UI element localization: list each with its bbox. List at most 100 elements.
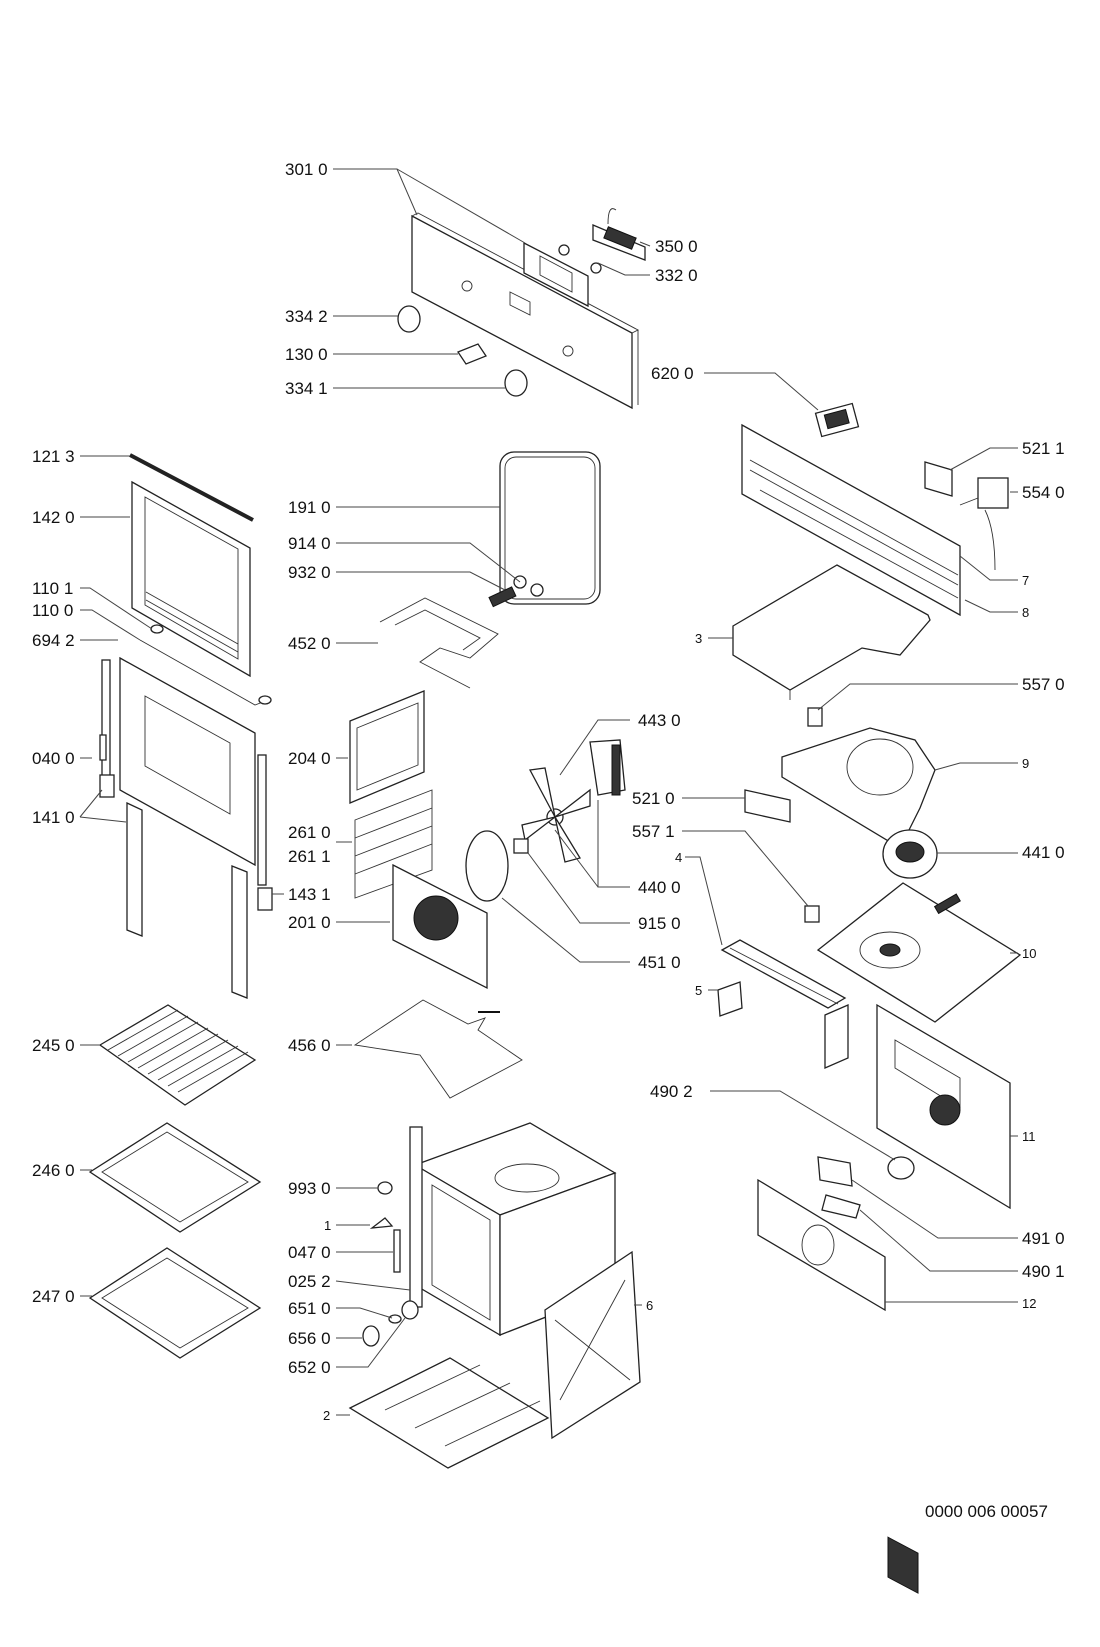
part-label-6942: 694 2 <box>32 631 75 650</box>
rear-fan-cover-201 <box>392 863 488 990</box>
part-label-1420: 142 0 <box>32 508 75 527</box>
part-label-2460: 246 0 <box>32 1161 75 1180</box>
part-label-2: 2 <box>323 1408 330 1423</box>
part-label-5571: 557 1 <box>632 822 675 841</box>
leader-line-9 <box>934 762 1018 771</box>
leader-line-8 <box>964 599 1018 613</box>
bracket-5 <box>717 981 849 1069</box>
knob-small-parts <box>397 244 602 397</box>
oven-cavity <box>409 1122 617 1337</box>
part-label-1100: 110 0 <box>32 601 73 620</box>
leader-line-3320 <box>597 262 650 276</box>
part-label-4520: 452 0 <box>288 634 331 653</box>
leader-line-0252 <box>335 1280 411 1291</box>
door-hinge-strips <box>126 801 248 999</box>
part-label-2611: 261 1 <box>288 847 331 866</box>
part-label-9150: 915 0 <box>638 914 681 933</box>
part-label-0470: 047 0 <box>288 1243 331 1262</box>
control-panel-fascia <box>411 212 639 410</box>
part-label-4430: 443 0 <box>638 711 681 730</box>
part-label-12: 12 <box>1022 1296 1036 1311</box>
leader-line-5211 <box>949 447 1018 471</box>
part-label-5540: 554 0 <box>1022 483 1065 502</box>
fan-motor-443 <box>589 739 626 796</box>
side-panel-6 <box>544 1250 641 1440</box>
part-label-5: 5 <box>695 983 702 998</box>
leader-line-4400 <box>554 829 599 888</box>
part-label-3010: 301 0 <box>285 160 328 179</box>
sensor-521-1 <box>924 461 953 497</box>
part-label-5211: 521 1 <box>1022 439 1065 458</box>
channel-rail-4 <box>720 939 847 1009</box>
part-label-1101: 110 1 <box>32 579 73 598</box>
door-handle-110 <box>139 624 272 706</box>
leader-line-4902 <box>710 1090 896 1161</box>
part-label-1410: 141 0 <box>32 808 75 827</box>
part-label-1213: 121 3 <box>32 447 75 466</box>
part-label-9320: 932 0 <box>288 563 331 582</box>
part-label-6560: 656 0 <box>288 1329 331 1348</box>
leader-line-4400 <box>597 800 630 888</box>
leader-line-3500 <box>639 241 651 247</box>
leader-line-4910 <box>851 1179 1018 1239</box>
door-trim-121-3 <box>129 453 254 522</box>
terminal-block-521-0 <box>744 789 791 823</box>
part-label-0400: 040 0 <box>32 749 75 768</box>
part-label-4910: 491 0 <box>1022 1229 1065 1248</box>
sensor-557-1 <box>804 905 820 923</box>
part-label-6510: 651 0 <box>288 1299 331 1318</box>
thermostat-554 <box>959 477 1009 571</box>
inner-door-frame <box>99 656 273 911</box>
leader-line-9140 <box>336 542 521 583</box>
part-label-4410: 441 0 <box>1022 843 1065 862</box>
leader-line-6200 <box>704 372 819 411</box>
part-label-1300: 130 0 <box>285 345 328 364</box>
relay-620 <box>814 402 860 438</box>
leader-line-6520 <box>336 1317 406 1368</box>
part-label-1: 1 <box>324 1218 331 1233</box>
leader-line-1410 <box>79 789 103 818</box>
part-label-4510: 451 0 <box>638 953 681 972</box>
convection-fan-blade <box>521 767 591 863</box>
circular-heating-element <box>465 830 509 902</box>
fan-nut-915 <box>513 838 529 854</box>
leader-line-5570 <box>817 683 1018 711</box>
top-cover-plate-3 <box>732 564 931 700</box>
rear-panel-11 <box>876 1003 1011 1594</box>
part-label-5210: 521 0 <box>632 789 675 808</box>
leader-line-1100 <box>80 609 141 641</box>
part-label-0252: 025 2 <box>288 1272 331 1291</box>
part-label-7: 7 <box>1022 573 1029 588</box>
part-label-3500: 350 0 <box>655 237 698 256</box>
display-module <box>592 208 646 261</box>
part-label-9140: 914 0 <box>288 534 331 553</box>
leader-line-6510 <box>336 1307 393 1319</box>
part-label-9: 9 <box>1022 756 1029 771</box>
part-label-4902: 490 2 <box>650 1082 693 1101</box>
leader-line-9150 <box>527 852 630 924</box>
part-label-2470: 247 0 <box>32 1287 75 1306</box>
cooling-fan-duct-9 <box>781 727 936 849</box>
part-label-4560: 456 0 <box>288 1036 331 1055</box>
part-label-3342: 334 2 <box>285 307 328 326</box>
part-label-6: 6 <box>646 1298 653 1313</box>
cooling-fan-441 <box>882 829 938 879</box>
wire-shelf <box>98 1004 257 1106</box>
door-gasket <box>499 451 601 605</box>
part-label-6520: 652 0 <box>288 1358 331 1377</box>
top-cover-plate-10 <box>816 882 1022 1023</box>
leader-line-9320 <box>336 571 506 591</box>
part-label-3341: 334 1 <box>285 379 328 398</box>
lower-heating-element <box>353 999 523 1099</box>
part-label-2450: 245 0 <box>32 1036 75 1055</box>
part-label-9930: 993 0 <box>288 1179 331 1198</box>
part-label-8: 8 <box>1022 605 1029 620</box>
drip-pan <box>88 1247 262 1359</box>
part-label-4400: 440 0 <box>638 878 681 897</box>
rear-top-rail <box>741 423 961 617</box>
connector-491 <box>817 1156 853 1187</box>
part-label-4: 4 <box>675 850 682 865</box>
shelf-supports-261 <box>354 789 433 899</box>
leader-line-4901 <box>859 1209 1018 1272</box>
